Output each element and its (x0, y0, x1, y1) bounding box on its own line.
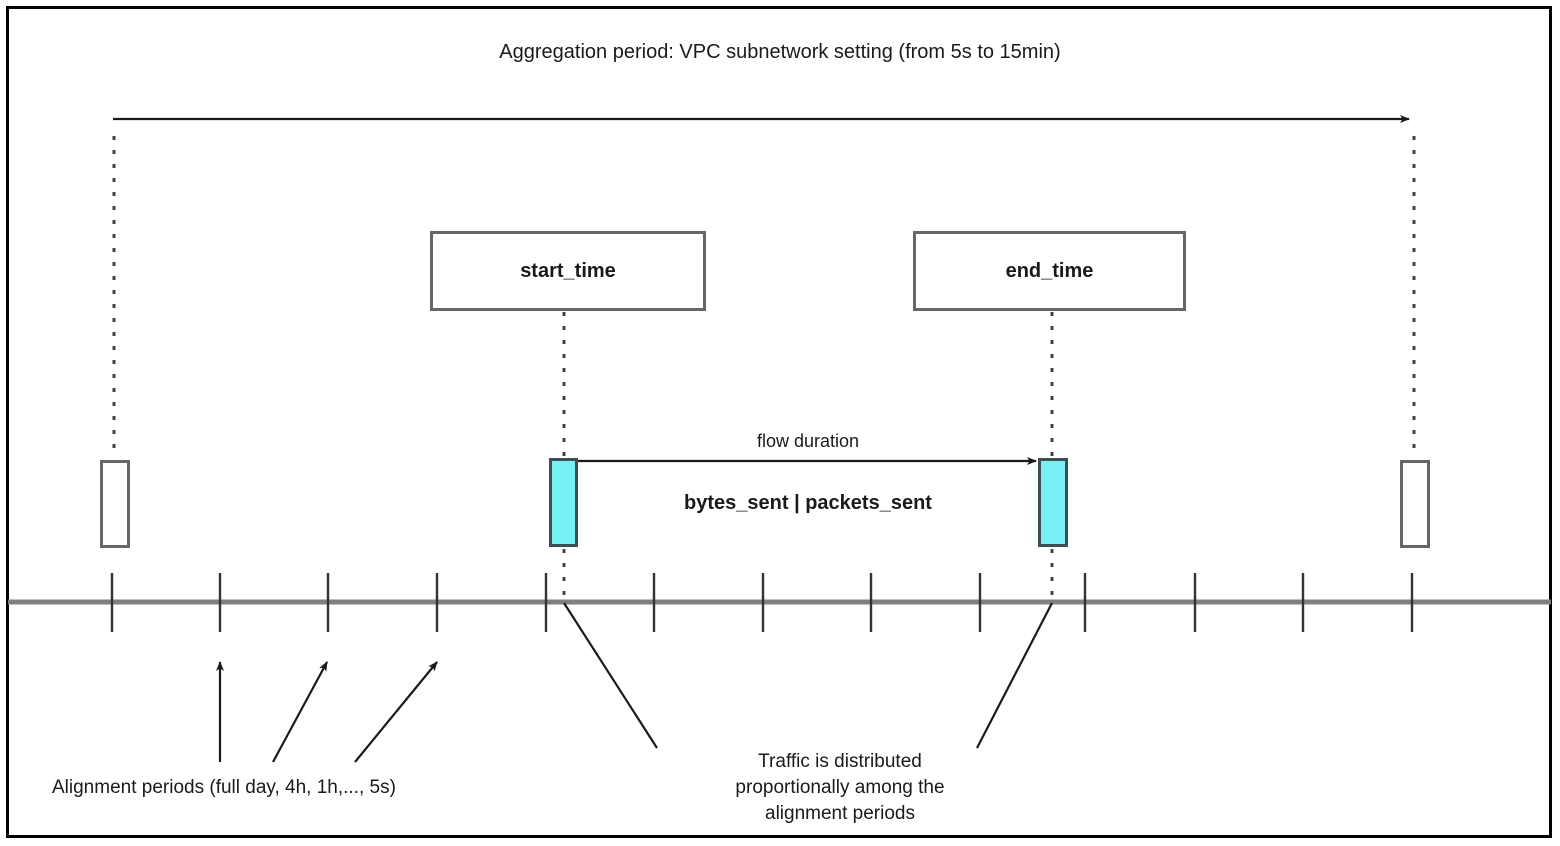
flow-metrics-label: bytes_sent | packets_sent (684, 492, 932, 514)
diagram-title: Aggregation period: VPC subnetwork setti… (499, 41, 1061, 63)
distribution-note-line-1: Traffic is distributed (758, 751, 922, 772)
end-time-label-box: end_time (913, 231, 1186, 311)
distribution-note-line-3: alignment periods (765, 803, 915, 824)
distribution-note-line-2: proportionally among the (735, 777, 945, 798)
distribution-note-leader-lines (563, 602, 1053, 749)
alignment-periods-note: Alignment periods (full day, 4h, 1h,...,… (52, 777, 396, 798)
flow-end-marker (1038, 458, 1068, 547)
end-time-label: end_time (1005, 260, 1094, 282)
alignment-period-pointer-arrows (216, 661, 438, 763)
flow-duration-label: flow duration (756, 431, 860, 451)
diagram-frame (6, 6, 1552, 838)
start-time-label-box: start_time (430, 231, 706, 311)
aggregation-period-start-marker (100, 460, 130, 548)
timeline-ticks (110, 573, 1414, 632)
flow-start-marker (549, 458, 578, 547)
start-time-label: start_time (520, 260, 616, 282)
aggregation-period-end-marker (1400, 460, 1430, 548)
